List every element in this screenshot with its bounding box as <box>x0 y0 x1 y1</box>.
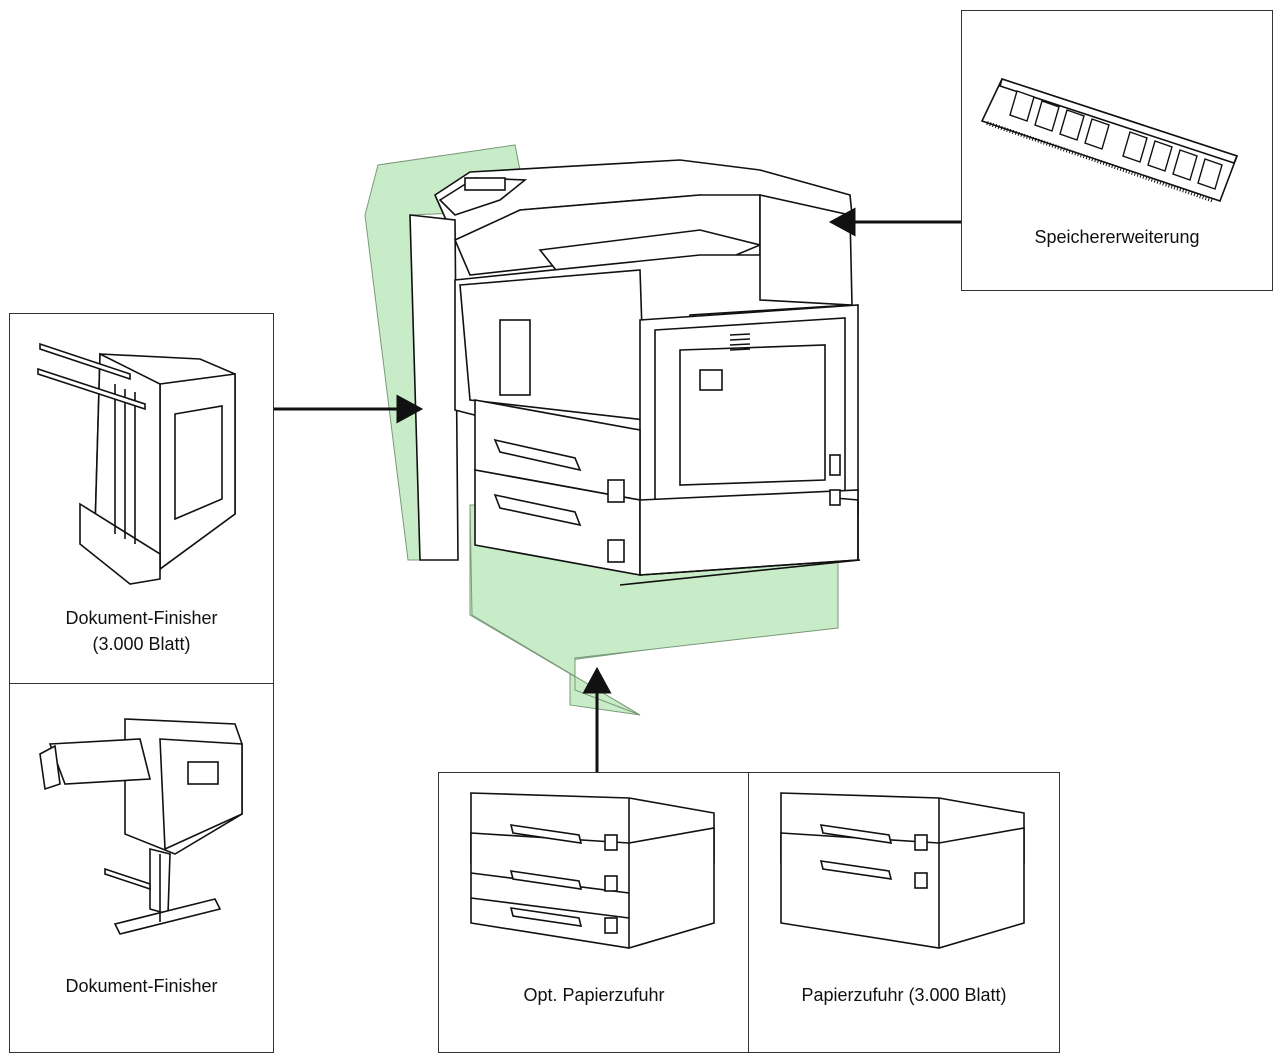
paper-feeder-label: Opt. Papierzufuhr <box>523 985 665 1005</box>
paper-feeder-icon <box>470 792 715 949</box>
memory-module-icon <box>980 77 1239 203</box>
finisher-3000-option-box: Dokument-Finisher (3.000 Blatt) <box>9 313 274 685</box>
finisher-label: Dokument-Finisher <box>65 976 218 996</box>
finisher-3000-icon <box>37 342 236 585</box>
finisher-option-box: Dokument-Finisher <box>9 683 274 1053</box>
finisher-3000-label-line1: Dokument-Finisher <box>65 608 218 628</box>
paper-feeder-option-box: Opt. Papierzufuhr <box>438 772 750 1053</box>
printer-icon <box>409 159 861 586</box>
connector-arrows <box>274 207 962 773</box>
paper-feeder-3000-option-box: Papierzufuhr (3.000 Blatt) <box>748 772 1060 1053</box>
paper-feeder-3000-label: Papierzufuhr (3.000 Blatt) <box>801 985 1007 1005</box>
memory-label: Speichererweiterung <box>1034 227 1200 247</box>
paper-feeder-3000-icon <box>780 792 1025 949</box>
finisher-icon <box>39 718 243 935</box>
finisher-3000-label-line2: (3.000 Blatt) <box>92 634 191 654</box>
memory-option-box: Speichererweiterung <box>961 10 1273 291</box>
